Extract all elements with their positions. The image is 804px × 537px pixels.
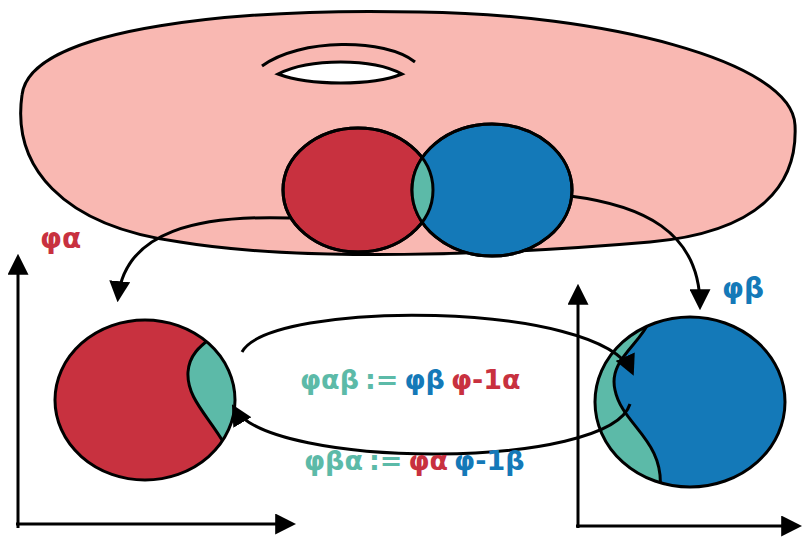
left-overlap [188,318,260,470]
transition-arrow [242,315,632,372]
transition-map-label: φ-1β [454,445,524,476]
transition-formula: φβα:=φαφ-1β [304,445,525,476]
transition-map-label: φβα [304,445,363,476]
outline [412,124,572,256]
definition-sign: := [365,364,398,395]
transition-map-label: φα [408,445,448,476]
transition-map-label: φβ [404,364,444,395]
transition-formula: φαβ:=φβφ-1α [300,364,521,395]
torus-hole [278,62,402,83]
overlap-patch [412,124,572,256]
transition-map-label: φ-1α [451,364,521,395]
transition-map-label: φαβ [300,364,359,395]
axis [16,523,292,526]
chart-arrow [118,218,290,298]
torus [21,11,795,254]
torus-hole-rim [262,44,415,66]
definition-sign: := [369,445,402,476]
axis [576,525,798,528]
outline [55,320,235,480]
blue-chart [595,317,785,487]
chart-arrow [570,196,700,306]
blue-patch [412,124,572,256]
outline [595,317,785,487]
axis [17,258,20,528]
chart-map-label: φβ [722,272,764,305]
chart-map-label: φα [40,222,81,255]
axis [577,288,580,528]
